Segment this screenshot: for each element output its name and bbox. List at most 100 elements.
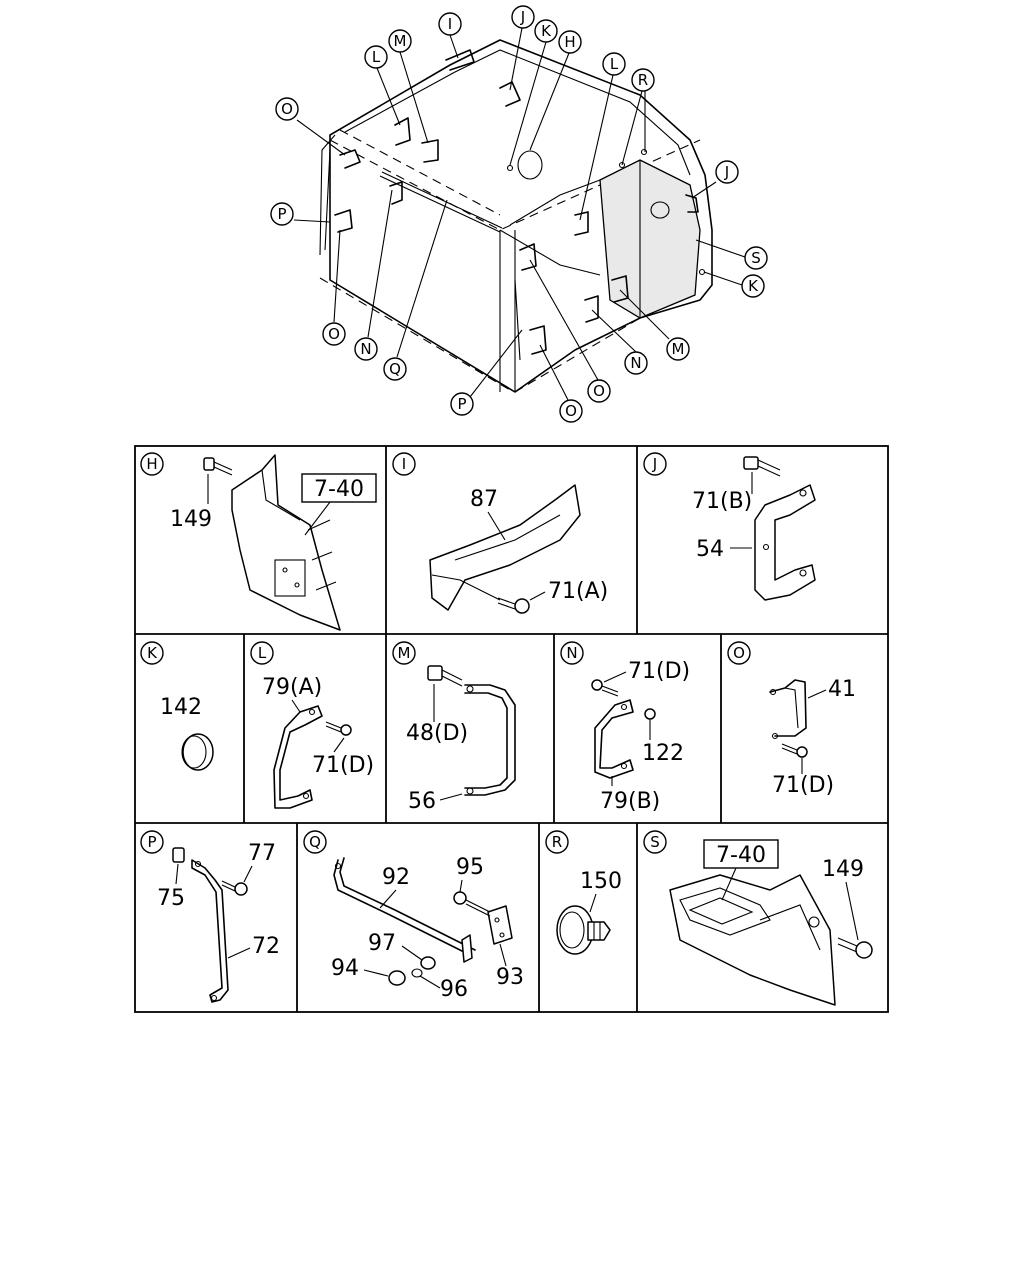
callout-circle: P [450,392,474,416]
panel-letter: K [147,644,158,662]
panel-letter-badge: M [392,641,416,665]
callout-circle: O [559,399,583,423]
grab-bar-56 [464,684,516,796]
callout-letter: H [564,33,575,51]
cap-plug [182,733,214,771]
panel-letter-badge: O [727,641,751,665]
callout-circle: P [270,202,294,226]
panel-letter-badge: J [643,452,667,476]
part-label: 75 [157,886,185,911]
callout-letter: M [394,32,407,50]
ref-box [301,473,377,503]
callout-circle: K [534,19,558,43]
callout-circle: H [558,30,582,54]
callout-letter: Q [389,360,401,378]
part-label: 122 [642,741,684,766]
part-label: 77 [248,841,276,866]
panel-letter: J [652,455,657,473]
part-label: 79(A) [262,675,322,700]
panel-r: R 150 [545,830,622,955]
panel-letter: H [146,455,157,473]
callout-letter: S [751,249,761,267]
side-trim-panel [231,454,341,631]
callout-letter: O [281,100,293,118]
part-label: 54 [696,537,724,562]
side-trim-panel [669,874,836,1006]
plate-97 [461,934,473,963]
part-label: 93 [496,965,524,990]
part-label: 150 [580,869,622,894]
callout-letter: L [610,55,619,73]
callout-letter: O [593,382,605,400]
panel-l: L 79(A) 71(D) [250,641,374,809]
bolt-48d-icon [427,665,463,687]
part-label: 142 [160,695,202,720]
callout-letter: K [541,22,552,40]
cab-overview [319,39,713,393]
panel-m: M 48(D) 56 [392,641,516,814]
long-rod-92 [333,859,471,956]
callout-letter: O [328,325,340,343]
callout-circle: O [587,379,611,403]
callout-circle: I [438,12,462,36]
callout-letter: N [360,340,371,358]
panel-opening [274,559,306,597]
panel-letter-badge: H [140,452,164,476]
callout-letter: I [448,15,452,33]
ref-label: 7-40 [314,477,364,502]
panel-letter: P [147,833,156,851]
part-label: 71(D) [772,773,834,798]
panel-i: I 87 71(A) [392,452,608,614]
panel-letter-badge: I [392,452,416,476]
part-label: 41 [828,677,856,702]
panel-o: O 41 71(D) [727,641,856,798]
c-shaped-bracket [754,484,816,601]
screw-149-icon [837,937,873,959]
panel-j: J 71(B) 54 [643,452,816,601]
panel-letter: N [566,644,577,662]
panel-letter: S [650,833,660,851]
panel-letter: Q [309,833,321,851]
part-label: 149 [822,857,864,882]
washer-122-icon [644,708,656,720]
callout-circle: S [744,246,768,270]
callout-letter: P [457,395,466,413]
callout-circle: R [631,68,655,92]
grab-handle [429,484,581,611]
panel-p: P 77 75 72 [140,830,280,1003]
part-label: 71(A) [548,579,608,604]
part-label: 149 [170,507,212,532]
part-label: 48(D) [406,721,468,746]
panel-n: N 71(D) 122 79(B) [560,641,690,814]
part-label: 56 [408,789,436,814]
ref-box [703,839,779,869]
callout-circle: J [715,160,739,184]
part-label: 79(B) [600,789,660,814]
callout-letter: R [638,71,648,89]
panel-s: S 7-40 149 [643,830,873,1006]
panel-q: Q 95 92 97 93 94 96 [303,830,524,1002]
screw-95-icon [453,891,491,917]
panel-letter: R [552,833,562,851]
grab-bar-79a [273,705,323,809]
screw-77-icon [221,880,248,896]
part-label: 71(B) [692,489,752,514]
part-label: 96 [440,977,468,1002]
part-label: 95 [456,855,484,880]
callout-circle: O [322,322,346,346]
panel-letter: I [402,455,406,473]
panel-letter: M [398,644,411,662]
panel-letter-badge: L [250,641,274,665]
callout-circle: O [275,97,299,121]
callout-circle: N [354,337,378,361]
clip-75-icon [172,847,185,863]
overview-callouts: I J K H L M L R O J P S K O N M N Q P O … [270,5,768,423]
panel-letter-badge: P [140,830,164,854]
callout-letter: M [672,340,685,358]
vertical-rod-72 [191,859,229,1003]
part-label: 94 [331,956,359,981]
part-label: 71(D) [312,753,374,778]
screw-71d-icon [591,679,619,697]
panel-letter-badge: N [560,641,584,665]
panel-letter-badge: Q [303,830,327,854]
